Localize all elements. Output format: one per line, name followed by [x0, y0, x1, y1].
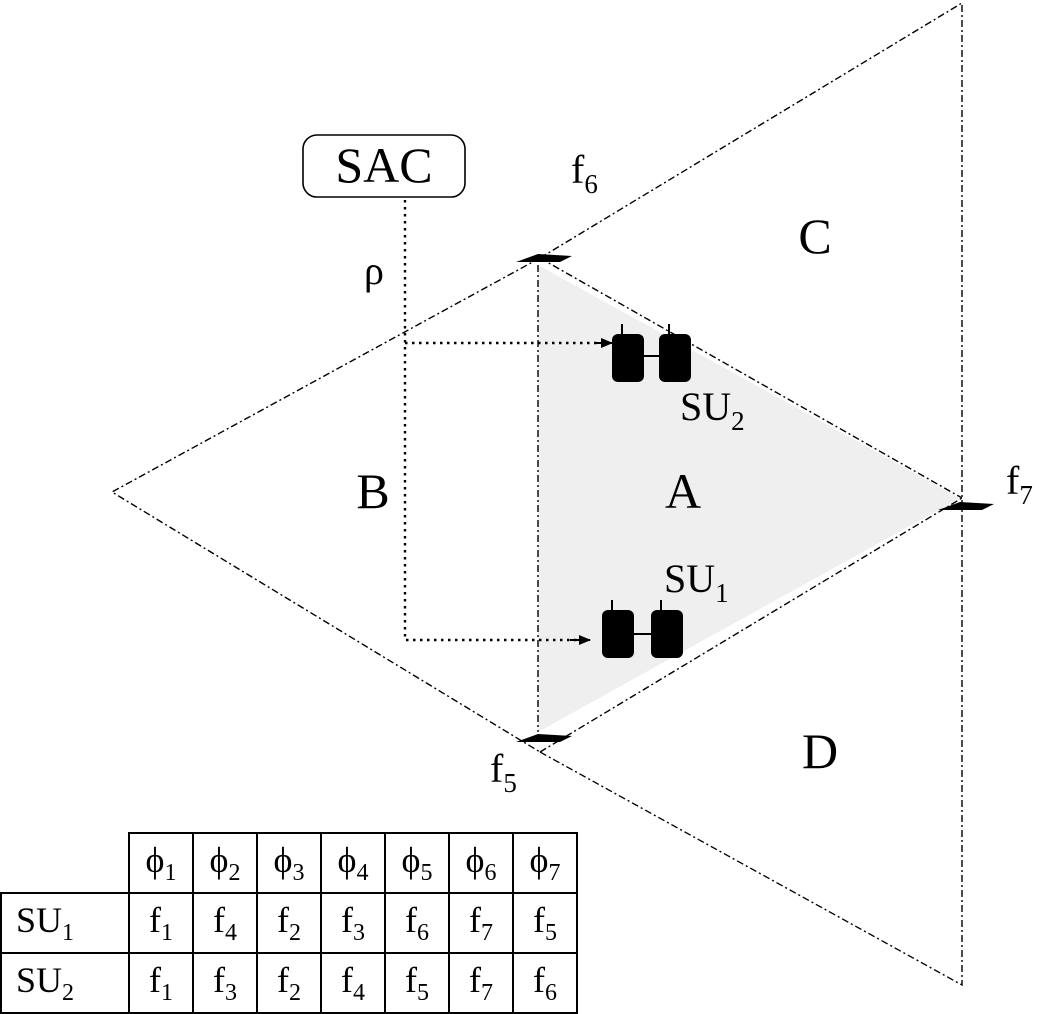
table-cell: f5 — [512, 892, 578, 954]
table-row: SU2 f1 f3 f2 f4 f5 f7 f6 — [0, 952, 578, 1014]
tower-f6-label: f6 — [571, 147, 598, 199]
table-cell: f7 — [448, 952, 514, 1014]
table-cell: f1 — [128, 892, 194, 954]
region-c-label: C — [798, 208, 831, 264]
table-cell: f6 — [384, 892, 450, 954]
region-a-label: A — [665, 463, 701, 519]
table-header-cell: ϕ4 — [320, 832, 386, 894]
table-header-cell: ϕ7 — [512, 832, 578, 894]
sac-controller: SAC — [302, 134, 466, 198]
table-cell: f4 — [320, 952, 386, 1014]
tower-f5-label: f5 — [490, 746, 517, 798]
table-header-cell: ϕ5 — [384, 832, 450, 894]
signal-paths — [403, 200, 613, 645]
table-row-label: SU1 — [0, 892, 130, 954]
su1-device-pair-icon — [602, 600, 683, 658]
rho-label: ρ — [364, 248, 384, 293]
table-corner-cell — [1, 833, 130, 894]
tower-f7-label: f7 — [1006, 458, 1033, 510]
su1-label: SU1 — [664, 556, 729, 608]
tower-f6-icon — [516, 170, 572, 262]
region-b-label: B — [356, 463, 389, 519]
table-header-cell: ϕ3 — [256, 832, 322, 894]
channel-assignment-table: ϕ1 ϕ2 ϕ3 ϕ4 ϕ5 ϕ6 ϕ7 SU1 f1 f4 f2 f3 f6 … — [0, 832, 578, 1014]
table-cell: f6 — [512, 952, 578, 1014]
table-row: SU1 f1 f4 f2 f3 f6 f7 f5 — [0, 892, 578, 954]
table-header-cell: ϕ6 — [448, 832, 514, 894]
sac-label: SAC — [335, 137, 432, 193]
cell-a-area — [538, 265, 960, 732]
table-cell: f2 — [256, 892, 322, 954]
region-d-label: D — [802, 723, 838, 779]
table-cell: f1 — [128, 952, 194, 1014]
table-cell: f7 — [448, 892, 514, 954]
table-row-label: SU2 — [0, 952, 130, 1014]
table-cell: f3 — [192, 952, 258, 1014]
table-header-cell: ϕ1 — [128, 832, 194, 894]
table-cell: f5 — [384, 952, 450, 1014]
table-header-row: ϕ1 ϕ2 ϕ3 ϕ4 ϕ5 ϕ6 ϕ7 — [1, 832, 578, 894]
table-cell: f3 — [320, 892, 386, 954]
table-cell: f2 — [256, 952, 322, 1014]
su2-device-pair-icon — [612, 324, 691, 382]
table-header-cell: ϕ2 — [192, 832, 258, 894]
su2-label: SU2 — [680, 384, 745, 436]
table-cell: f4 — [192, 892, 258, 954]
